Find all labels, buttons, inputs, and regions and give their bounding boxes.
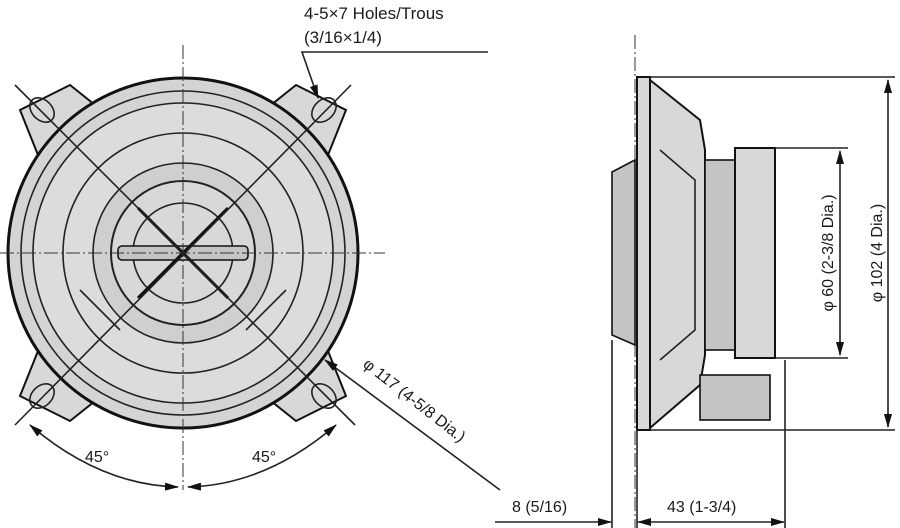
side-view: φ 102 (4 Dia.) φ 60 (2-3/8 Dia.) 8 (5/16…	[495, 35, 895, 528]
terminal	[699, 374, 771, 421]
angle-right-label: 45°	[252, 449, 276, 466]
magnet	[734, 147, 776, 359]
diameter-117-leader	[324, 359, 501, 491]
holes-leader	[300, 51, 488, 99]
holes-label: 4-5×7 Holes/Trous	[304, 4, 444, 23]
front-view: 45° 45° φ 117 (4-5/8 Dia.) 4-5×7 Holes/T…	[0, 4, 501, 491]
mount-hole	[311, 97, 337, 123]
mount-hole	[29, 97, 55, 123]
mount-hole	[29, 383, 55, 409]
angle-dimension-left	[29, 424, 179, 491]
depth-43-label: 43 (1-3/4)	[667, 499, 736, 516]
mounting-ears	[18, 83, 348, 423]
mount-hole	[311, 383, 337, 409]
diameter-60-label: φ 60 (2-3/8 Dia.)	[820, 194, 837, 311]
holes-size-label: (3/16×1/4)	[304, 28, 382, 47]
mounting-flange	[636, 76, 651, 431]
angle-left-label: 45°	[85, 449, 109, 466]
grille-protrusion	[611, 158, 636, 347]
speaker-basket	[649, 77, 706, 431]
depth-8-label: 8 (5/16)	[512, 499, 567, 516]
diameter-102-label: φ 102 (4 Dia.)	[869, 204, 886, 302]
diameter-117-label: φ 117 (4-5/8 Dia.)	[360, 356, 469, 446]
angle-dimension-right	[187, 424, 337, 491]
